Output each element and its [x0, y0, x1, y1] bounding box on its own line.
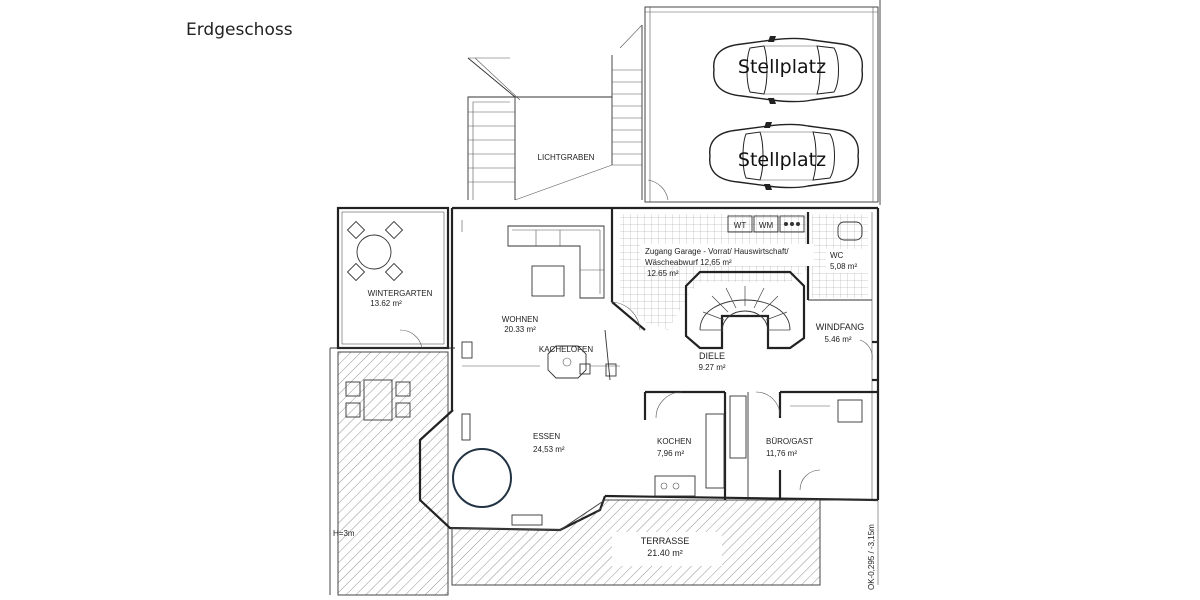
- room-area-diele: 9.27 m²: [698, 363, 725, 372]
- car-icon: [713, 36, 864, 104]
- room-label-lichtgraben: LICHTGRABEN: [538, 153, 595, 162]
- window-icon: [461, 341, 543, 526]
- room-label-wintergarten: WINTERGARTEN: [368, 289, 433, 298]
- garage-area: [644, 0, 881, 205]
- coffee-table-icon: [531, 265, 565, 297]
- room-area-terrasse: 21.40 m²: [647, 548, 683, 558]
- room-label-wc: WC: [830, 251, 844, 260]
- lichtgraben-area: [467, 24, 643, 201]
- room-label-wohnen: WOHNEN: [502, 315, 539, 324]
- table-icon: [346, 220, 404, 282]
- room-area-kochen: 7,96 m²: [657, 449, 684, 458]
- appliance-label: WT: [734, 221, 747, 230]
- west-deck: [329, 348, 449, 596]
- door-icon: [399, 179, 873, 491]
- room-area-wintergarten: 13.62 m²: [370, 299, 402, 308]
- room-label-hauswirtschaft: Zugang Garage - Vorrat/ Hauswirtschaft/: [645, 247, 789, 256]
- terrace-area: [451, 499, 879, 586]
- car-icon: [709, 122, 860, 190]
- room-label-hauswirtschaft-area: Wäscheabwurf 12,65 m²: [645, 258, 732, 267]
- room-label-kochen: KOCHEN: [657, 437, 691, 446]
- room-label-windfang: WINDFANG: [816, 322, 865, 332]
- room-label-terrasse: TERRASSE: [641, 536, 690, 546]
- sofa-icon: [507, 225, 605, 299]
- parking-label: Stellplatz: [738, 149, 826, 171]
- kachelofen-icon: [547, 345, 617, 379]
- kitchen-counter-icon: [654, 395, 747, 497]
- room-area-wohnen: 20.33 m²: [504, 325, 536, 334]
- room-area-windfang: 5.46 m²: [824, 335, 851, 344]
- room-label-essen: ESSEN: [533, 432, 560, 441]
- side-note: OK-0,295 / -3,15m: [867, 524, 876, 590]
- room-label-diele: DIELE: [699, 351, 725, 361]
- round-table-icon: [452, 448, 512, 508]
- staircase-icon: [684, 270, 806, 350]
- room-area-hauswirtschaft-old: 12.65 m²: [647, 269, 679, 278]
- floor-title: Erdgeschoss: [186, 20, 293, 40]
- appliance-label: WM: [759, 221, 774, 230]
- desk-icon: [790, 399, 863, 423]
- wintergarten-area: [330, 206, 455, 350]
- room-area-buero: 11,76 m²: [766, 449, 797, 458]
- room-label-buero: BÜRO/GAST: [766, 437, 813, 446]
- room-area-wc: 5,08 m²: [830, 262, 857, 271]
- room-area-essen: 24,53 m²: [533, 445, 565, 454]
- parking-label: Stellplatz: [738, 56, 826, 78]
- dimension-note: H=3m: [333, 529, 355, 538]
- room-label-kachelofen: KACHELOFEN: [539, 345, 593, 354]
- stair-treads: [468, 69, 642, 183]
- internal-walls: [461, 208, 878, 500]
